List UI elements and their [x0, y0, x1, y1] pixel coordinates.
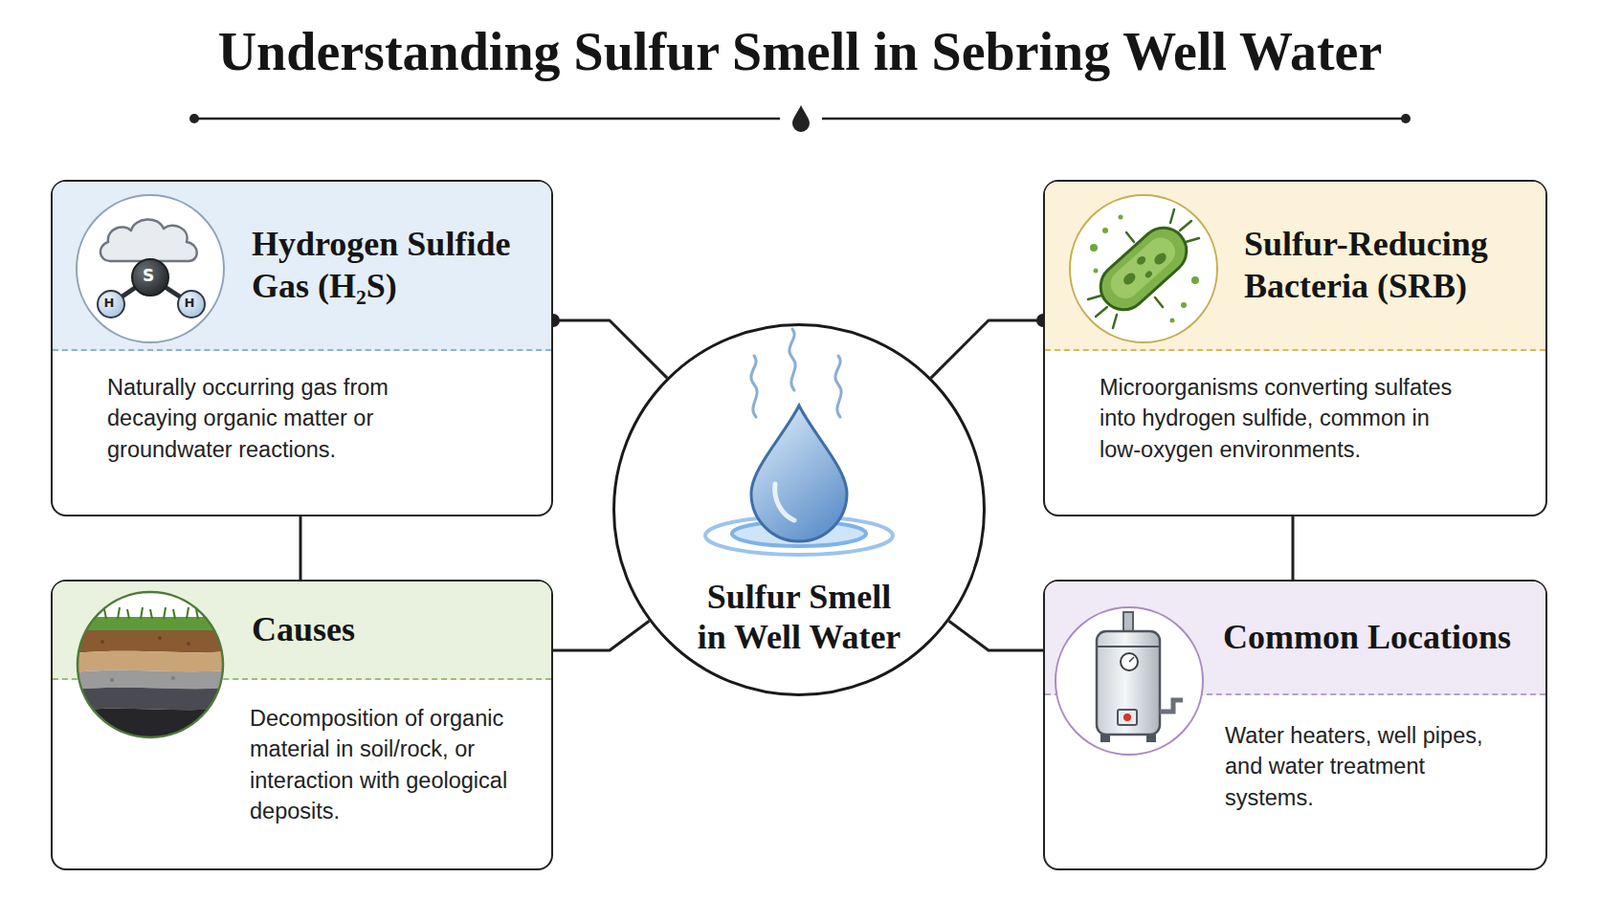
water-heater-icon	[1052, 604, 1206, 758]
box-body: Water heaters, well pipes, and water tre…	[1044, 695, 1546, 869]
connector-line	[1291, 516, 1295, 580]
box-body-text: Water heaters, well pipes, and water tre…	[1224, 720, 1512, 814]
box-body-text: Naturally occurring gas from decaying or…	[107, 372, 462, 466]
diagram-title: Understanding Sulfur Smell in Sebring We…	[0, 21, 1600, 83]
info-box: Causes Decomposition of organic material…	[50, 579, 554, 871]
box-heading: Common Locations	[1222, 617, 1512, 660]
divider-dot	[189, 113, 200, 124]
box-body-text: Microorganisms converting sulfates into …	[1099, 372, 1454, 466]
connector	[1292, 516, 1294, 580]
box-body: Naturally occurring gas from decaying or…	[52, 351, 552, 515]
divider-drop	[792, 105, 810, 133]
connector	[949, 621, 1044, 651]
connector-line	[553, 320, 667, 378]
info-box: Hydrogen Sulfide Gas (H₂S) Naturally occ…	[50, 179, 554, 517]
box-heading: Causes	[251, 609, 356, 652]
box-heading: Hydrogen Sulfide Gas (H₂S)	[251, 223, 540, 309]
connector	[300, 516, 302, 580]
connector	[931, 313, 1050, 378]
connector	[546, 313, 667, 378]
bacteria-icon	[1066, 192, 1221, 346]
box-body-text: Decomposition of organic material in soi…	[249, 703, 542, 828]
box-heading: Sulfur-Reducing Bacteria (SRB)	[1244, 223, 1534, 309]
connector-line	[299, 516, 303, 580]
box-body: Decomposition of organic material in soi…	[52, 680, 552, 869]
center-label: Sulfur Smell in Well Water	[690, 577, 908, 658]
box-body: Microorganisms converting sulfates into …	[1044, 351, 1546, 515]
connector-line	[553, 621, 649, 651]
divider-line	[194, 117, 780, 121]
atom-label: H	[184, 296, 196, 310]
divider-dot	[1400, 113, 1411, 124]
connector-line	[949, 621, 1044, 651]
connector	[553, 621, 649, 651]
atom-label: H	[104, 296, 115, 310]
divider-line	[822, 117, 1406, 121]
info-box: Sulfur-Reducing Bacteria (SRB) Microorga…	[1043, 179, 1548, 517]
center-circle: Sulfur Smell in Well Water	[612, 323, 986, 697]
soil-layers-icon	[73, 588, 227, 742]
info-box: Common Locations Water heaters, well pip…	[1043, 579, 1548, 871]
atom-label: S	[142, 267, 155, 285]
connector-line	[931, 320, 1044, 378]
